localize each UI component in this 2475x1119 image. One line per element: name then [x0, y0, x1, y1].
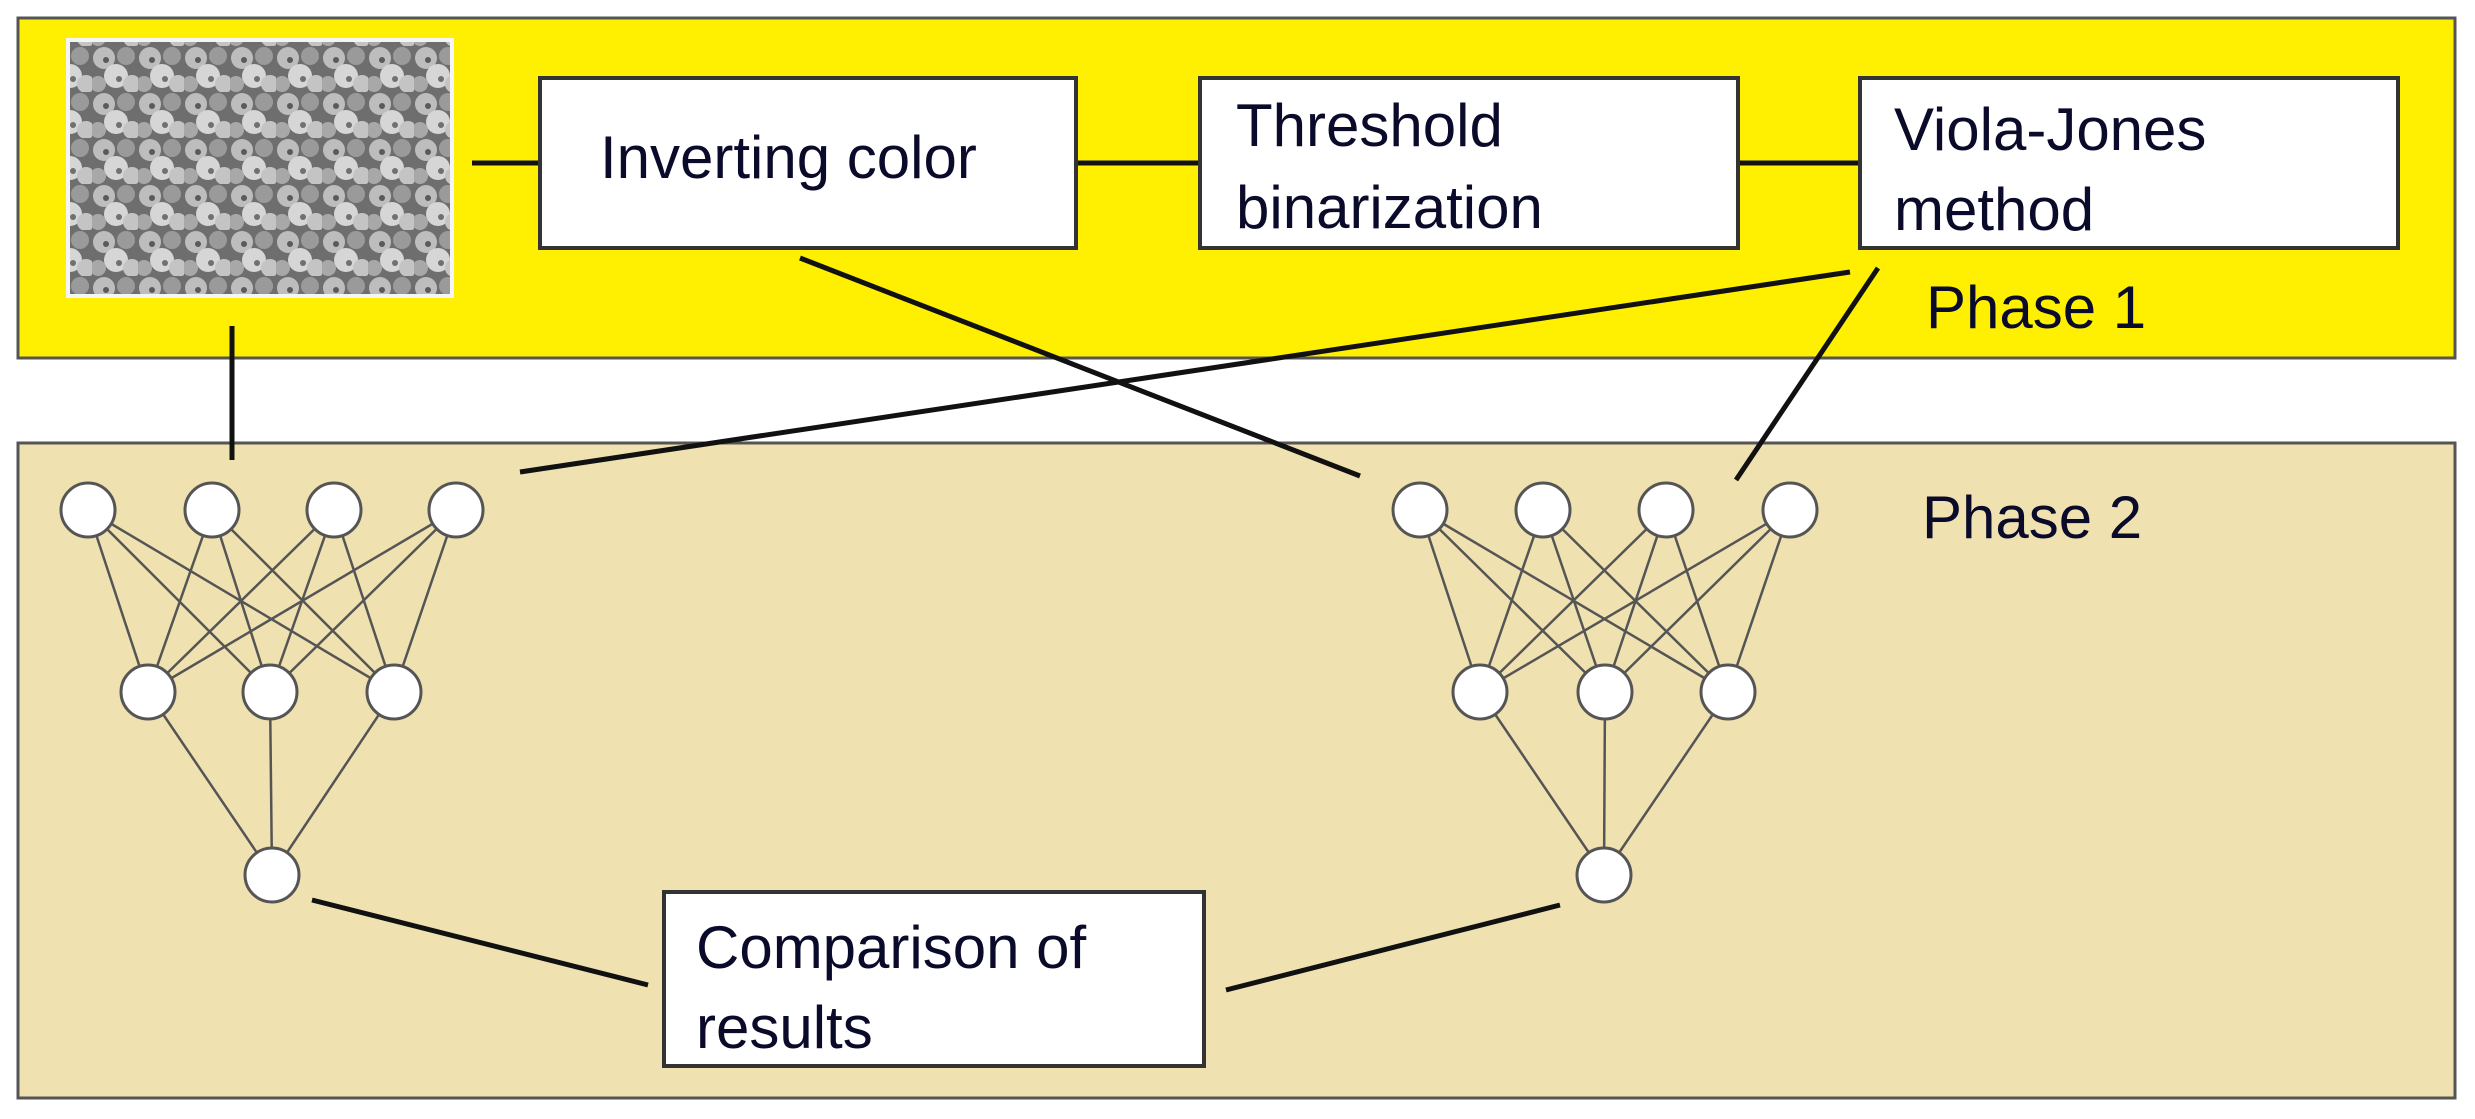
network-edge	[1479, 509, 1667, 693]
network-edge	[268, 691, 274, 876]
source-image	[66, 38, 454, 298]
network-node	[119, 663, 177, 721]
network-node	[59, 481, 117, 539]
network-edge	[1478, 691, 1606, 876]
network-node	[427, 481, 485, 539]
network-edge	[86, 509, 150, 693]
network-edge	[147, 508, 457, 694]
network-node	[1391, 481, 1449, 539]
network-edge	[146, 691, 274, 876]
network-edge	[269, 509, 457, 693]
network-edge	[1478, 509, 1545, 693]
network-node	[305, 481, 363, 539]
step-threshold-binarization: Threshold binarization	[1198, 76, 1740, 250]
network-node	[1761, 481, 1819, 539]
comparison-label-line-2: results	[696, 994, 873, 1061]
network-node	[1451, 663, 1509, 721]
step-box	[538, 76, 1078, 250]
network-node	[241, 663, 299, 721]
network-node	[1637, 481, 1695, 539]
network-edge	[1602, 691, 1607, 876]
network-node	[1576, 663, 1634, 721]
connector-right-output-to-comparison	[1225, 902, 1561, 993]
comparison-box	[662, 890, 1206, 1068]
step-viola-jones-method: Viola-Jones method	[1858, 76, 2400, 250]
step-label-line-2: binarization	[1236, 174, 1543, 241]
connector-lines	[229, 160, 1881, 993]
neural-network-left	[59, 481, 485, 904]
phase-2-label: Phase 2	[1922, 484, 2142, 551]
connector-viola-to-right-network	[1733, 266, 1881, 482]
neural-network-right	[1391, 481, 1819, 904]
network-node	[1699, 663, 1757, 721]
connector-inverting-to-right-network	[799, 255, 1361, 479]
step-label: Inverting color	[600, 124, 977, 191]
network-edge	[1418, 509, 1482, 693]
network-edge	[1726, 509, 1792, 693]
network-edge	[270, 691, 396, 876]
network-edge	[146, 509, 214, 693]
connector-viola-to-left-network	[519, 269, 1851, 475]
phase-1-label: Phase 1	[1926, 274, 2146, 341]
network-edge	[147, 509, 335, 693]
network-node	[243, 846, 301, 904]
network-node	[1575, 846, 1633, 904]
step-box	[1858, 76, 2400, 250]
network-node	[183, 481, 241, 539]
network-edge	[1479, 508, 1791, 694]
comparison-of-results: Comparison of results	[662, 890, 1206, 1068]
step-inverting-color: Inverting color	[538, 76, 1078, 250]
step-label-line-1: Viola-Jones	[1894, 96, 2206, 163]
network-edge	[1602, 691, 1730, 876]
connector-left-output-to-comparison	[311, 897, 649, 988]
step-label-line-2: method	[1894, 176, 2094, 243]
step-box	[1198, 76, 1740, 250]
network-node	[1514, 481, 1572, 539]
network-edges	[86, 508, 458, 876]
network-edge	[1604, 509, 1791, 693]
comparison-label-line-1: Comparison of	[696, 914, 1087, 981]
step-label-line-1: Threshold	[1236, 92, 1503, 159]
network-edges	[1418, 508, 1792, 876]
network-edge	[392, 509, 458, 693]
network-node	[365, 663, 423, 721]
